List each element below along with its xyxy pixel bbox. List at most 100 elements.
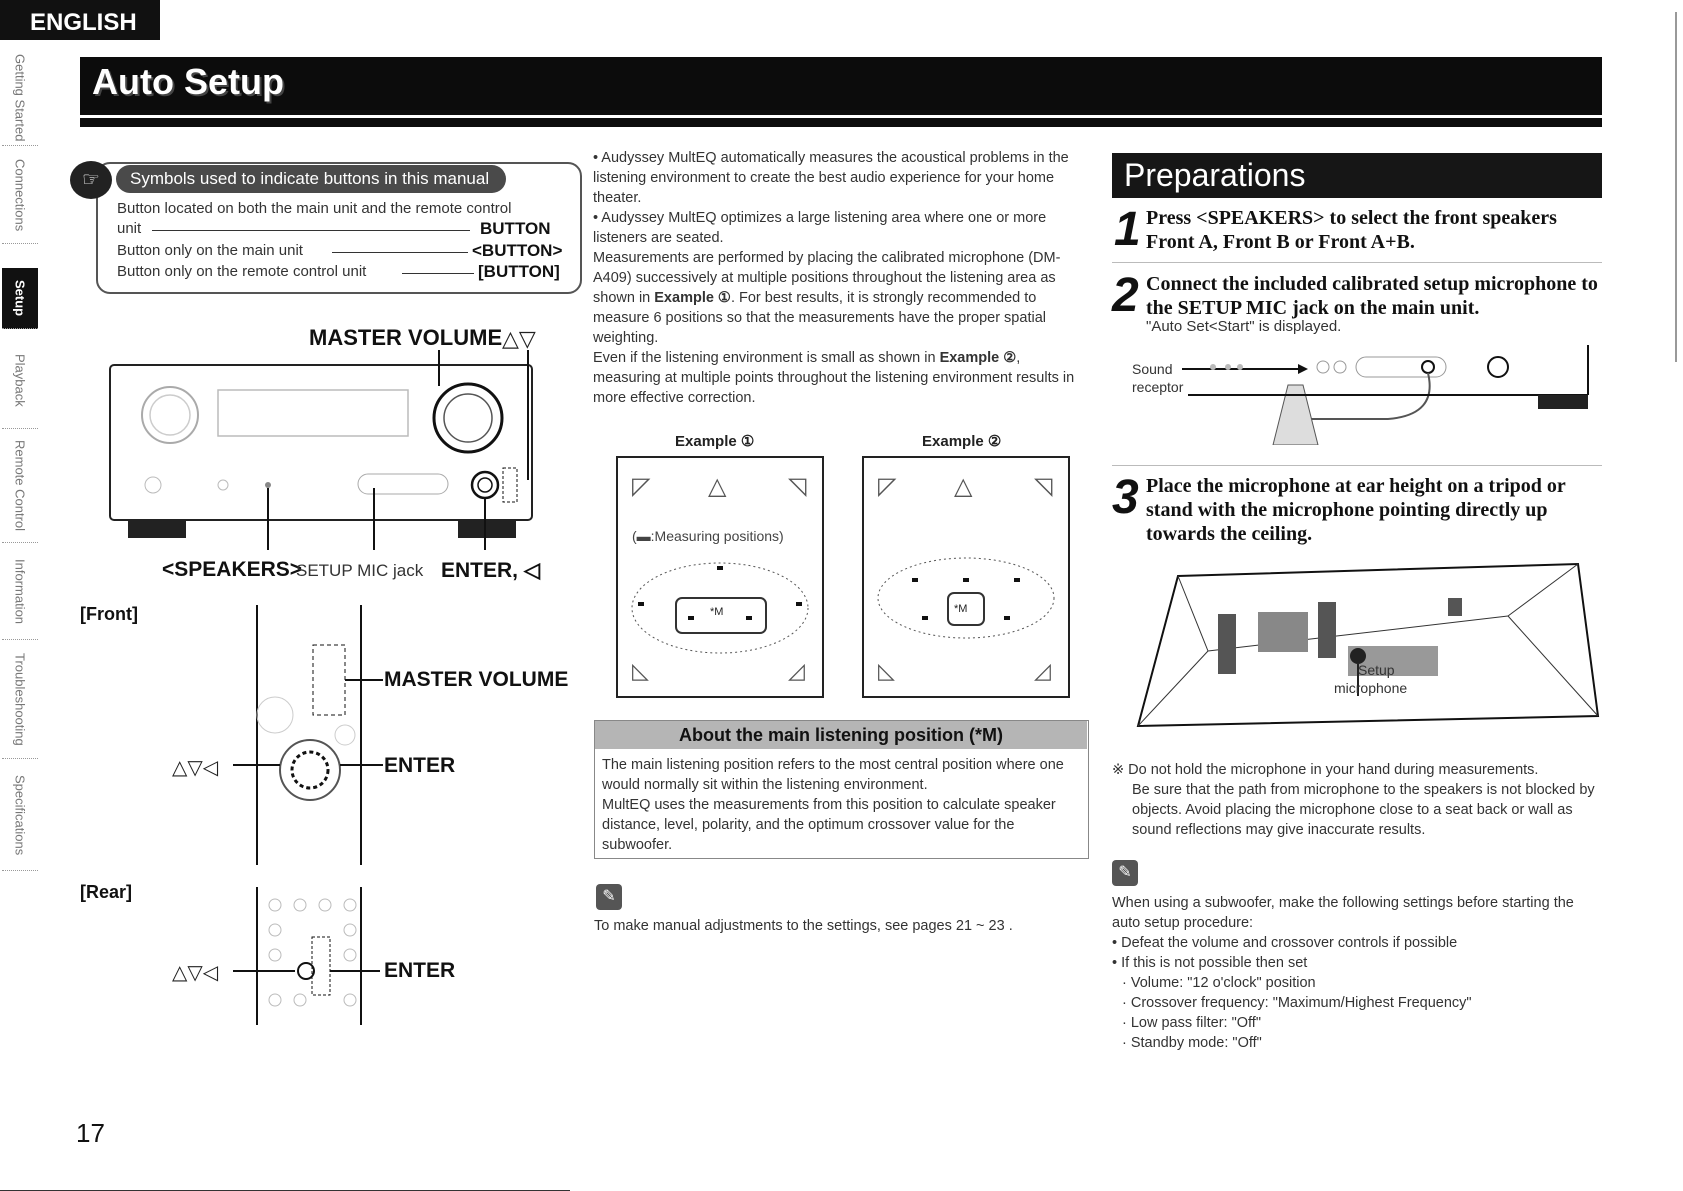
enter-left-label: ENTER, ◁ xyxy=(441,559,540,582)
sidenav-label: Troubleshooting xyxy=(12,652,28,746)
page-title-bar: Auto Setup xyxy=(80,57,1602,115)
remote-rear-enter-label: ENTER xyxy=(384,959,456,982)
para-1: • Audyssey MultEQ automatically measures… xyxy=(593,150,1069,206)
room-illustration xyxy=(1136,562,1600,728)
symbols-heading: ☞ Symbols used to indicate buttons in th… xyxy=(70,161,510,199)
arrow-line xyxy=(152,230,470,231)
sidenav-label: Specifications xyxy=(12,774,28,856)
pencil-note-icon: ✎ xyxy=(596,884,622,910)
example-1-label: Example ① xyxy=(675,433,755,450)
symbols-heading-text: Symbols used to indicate buttons in this… xyxy=(116,165,506,193)
sidenav-information[interactable]: Information xyxy=(2,544,38,640)
svg-text:◺: ◺ xyxy=(632,658,649,683)
remote-master-volume-label: MASTER VOLUME xyxy=(384,668,569,691)
remote-enter-label: ENTER xyxy=(384,754,456,777)
about-p2: MultEQ uses the measurements from this p… xyxy=(602,797,1056,853)
about-p1: The main listening position refers to th… xyxy=(602,757,1064,793)
symbols-row3: Button only on the remote control unit xyxy=(117,263,367,280)
svg-text:◸: ◸ xyxy=(878,473,897,500)
pencil-note-icon: ✎ xyxy=(1112,860,1138,886)
note-1: ※ Do not hold the microphone in your han… xyxy=(1112,762,1539,778)
sidenav-getting-started[interactable]: Getting Started xyxy=(2,50,38,146)
para-2: • Audyssey MultEQ optimizes a large list… xyxy=(593,210,1047,246)
step-separator xyxy=(1112,262,1602,263)
example-2-label: Example ② xyxy=(922,433,1002,450)
step-1-text: Press <SPEAKERS> to select the front spe… xyxy=(1146,207,1557,253)
up-down-label: △▽ xyxy=(502,326,536,351)
sidenav-specifications[interactable]: Specifications xyxy=(2,760,38,871)
sidenav-label: Getting Started xyxy=(12,53,28,142)
svg-text:◿: ◿ xyxy=(788,658,805,683)
sidenav-troubleshooting[interactable]: Troubleshooting xyxy=(2,640,38,759)
subwoofer-notes: When using a subwoofer, make the followi… xyxy=(1112,893,1602,1053)
edge-marker xyxy=(1675,12,1677,362)
step-separator xyxy=(1112,465,1602,466)
about-main-position-heading: About the main listening position (*M) xyxy=(595,721,1087,749)
mic-connection-illustration xyxy=(1182,345,1589,445)
symbols-legend-box xyxy=(96,162,582,294)
svg-text:◸: ◸ xyxy=(632,473,651,500)
sidenav-label: Playback xyxy=(12,354,28,407)
svg-text:◺: ◺ xyxy=(878,658,895,683)
step-3-text: Place the microphone at ear height on a … xyxy=(1146,475,1566,545)
sub-setting-lowpass: · Low pass filter: "Off" xyxy=(1122,1015,1261,1031)
sidenav-connections[interactable]: Connections xyxy=(2,148,38,244)
sub-bullet-1: • Defeat the volume and crossover contro… xyxy=(1112,935,1458,951)
language-tab: ENGLISH xyxy=(0,0,160,40)
pointing-hand-icon: ☞ xyxy=(70,161,112,199)
sub-intro: When using a subwoofer, make the followi… xyxy=(1112,895,1574,931)
sub-setting-volume: · Volume: "12 o'clock" position xyxy=(1122,975,1316,991)
remote-rear-arrows-label: △▽◁ xyxy=(172,962,219,984)
step-2-number: 2 xyxy=(1112,269,1139,322)
symbols-key-remote: [BUTTON] xyxy=(478,262,560,281)
page-number: 17 xyxy=(76,1118,105,1148)
sub-setting-standby: · Standby mode: "Off" xyxy=(1122,1035,1262,1051)
arrow-line xyxy=(402,273,474,274)
sidenav-label: Remote Control xyxy=(12,440,28,532)
receiver-illustration xyxy=(109,350,533,550)
svg-text:◹: ◹ xyxy=(1034,473,1053,500)
preparations-heading: Preparations xyxy=(1124,157,1306,193)
sound-receptor-label-1: Sound xyxy=(1132,361,1173,377)
arrow-line xyxy=(332,252,468,253)
example-2-diagram: ◸ △ ◹ ◺ ◿ *M xyxy=(862,456,1070,698)
page-title: Auto Setup xyxy=(92,61,284,102)
setup-mic-label-2: microphone xyxy=(1334,680,1408,696)
step-3-number: 3 xyxy=(1112,471,1139,524)
measuring-positions-legend: (▬:Measuring positions) xyxy=(632,528,784,544)
step-1-number: 1 xyxy=(1114,203,1141,256)
sidenav-remote-control[interactable]: Remote Control xyxy=(2,430,38,543)
title-rule xyxy=(80,118,1602,127)
speakers-label: <SPEAKERS> xyxy=(162,558,303,581)
symbols-key-main: <BUTTON> xyxy=(472,241,563,260)
sidenav-setup[interactable]: Setup xyxy=(2,268,38,329)
preparations-heading-bar: Preparations xyxy=(1112,153,1602,198)
sidenav-label: Setup xyxy=(12,279,28,317)
svg-text:△: △ xyxy=(708,473,727,500)
front-label: [Front] xyxy=(80,604,138,624)
symbols-row2: Button only on the main unit xyxy=(117,242,303,259)
sound-receptor-label-2: receptor xyxy=(1132,379,1184,395)
sidenav-playback[interactable]: Playback xyxy=(2,333,38,429)
rear-label: [Rear] xyxy=(80,882,133,902)
main-position-mark: *M xyxy=(710,606,724,618)
svg-text:△: △ xyxy=(954,473,973,500)
microphone-notes: ※ Do not hold the microphone in your han… xyxy=(1112,760,1602,840)
symbols-row1: Button located on both the main unit and… xyxy=(117,200,512,217)
sub-bullet-2: • If this is not possible then set xyxy=(1112,955,1308,971)
step-2-note: "Auto Set<Start" is displayed. xyxy=(1146,318,1342,335)
master-volume-label: MASTER VOLUME xyxy=(309,325,503,350)
remote-illustration xyxy=(233,605,383,1025)
audyssey-description: • Audyssey MultEQ automatically measures… xyxy=(593,148,1089,408)
about-main-position-text: The main listening position refers to th… xyxy=(602,755,1082,855)
manual-adjust-note: To make manual adjustments to the settin… xyxy=(594,918,1013,934)
setup-mic-label-1: Setup xyxy=(1358,662,1395,678)
note-2: Be sure that the path from microphone to… xyxy=(1132,782,1595,838)
svg-text:◿: ◿ xyxy=(1034,658,1051,683)
about-main-position-box xyxy=(594,720,1089,859)
main-position-mark: *M xyxy=(954,603,968,615)
sidenav-label: Information xyxy=(12,558,28,625)
sub-setting-crossover: · Crossover frequency: "Maximum/Highest … xyxy=(1122,995,1472,1011)
para-4: Even if the listening environment is sma… xyxy=(593,350,1075,406)
sidenav-label: Connections xyxy=(12,159,28,232)
